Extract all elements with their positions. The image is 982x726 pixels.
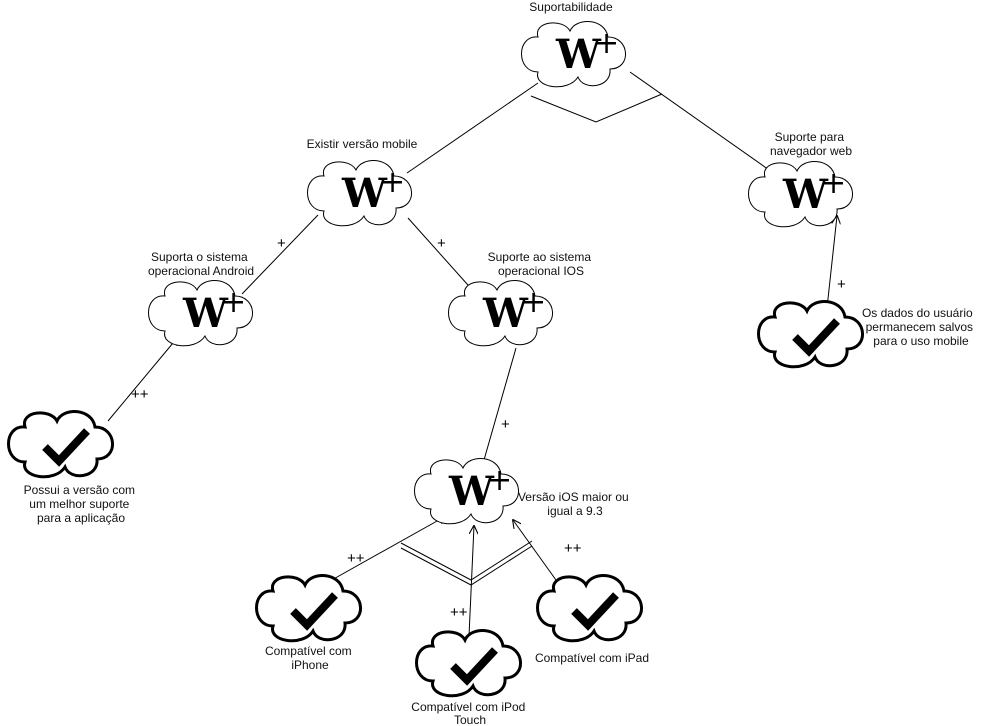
contribution-label: ++ <box>131 386 149 403</box>
softgoal-navegador-web[interactable]: W + <box>748 160 854 228</box>
label-android: Suporta o sistema operacional Android <box>148 250 254 278</box>
plus-glyph: + <box>487 463 512 498</box>
softgoal-versao-mobile[interactable]: W + <box>307 159 413 227</box>
and-decomp-arc-top <box>530 93 663 123</box>
label-versao-melhor-suporte: Possui a versão com um melhor suporte pa… <box>24 483 139 525</box>
label-suportabilidade: Suportabilidade <box>529 0 613 14</box>
contribution-label: ++ <box>450 604 468 621</box>
edge-ipad-iosversion <box>513 520 562 588</box>
label-ipad: Compatível com iPad <box>535 651 649 665</box>
plus-glyph: + <box>221 285 246 320</box>
checkmark-icon <box>450 647 498 686</box>
w-glyph: W <box>782 171 829 218</box>
edge-iphone-iosversion <box>329 516 446 582</box>
w-glyph: W <box>182 290 229 337</box>
contribution-label: + <box>501 416 510 433</box>
w-glyph: W <box>555 31 602 78</box>
softgoal-android[interactable]: W + <box>148 279 254 347</box>
edge-iosversion-ios <box>483 347 517 461</box>
edge-ipod-iosversion <box>468 526 474 637</box>
contribution-label: ++ <box>347 550 365 567</box>
label-navegador-web: Suporte para navegador web <box>770 130 852 158</box>
checkmark-icon <box>290 592 338 631</box>
softgoal-ios[interactable]: W + <box>448 279 554 347</box>
label-ipod: Compatível com iPod Touch <box>411 700 528 726</box>
softgoal-suportabilidade[interactable]: W + <box>521 20 627 88</box>
operationalization-ipod[interactable] <box>415 628 523 698</box>
w-glyph: W <box>448 468 495 515</box>
softgoal-ios-version[interactable]: W + <box>414 457 520 525</box>
edge-android-mobile <box>241 214 319 295</box>
plus-glyph: + <box>594 26 619 61</box>
contribution-label: + <box>277 235 286 252</box>
edge-ios-mobile <box>407 217 477 295</box>
plus-glyph: + <box>821 166 846 201</box>
contribution-label: + <box>837 276 846 293</box>
operationalization-ipad[interactable] <box>536 573 644 643</box>
contribution-label: + <box>437 235 446 252</box>
label-dados-salvos: Os dados do usuário permanecem salvos pa… <box>862 306 976 348</box>
checkmark-icon <box>42 428 90 467</box>
checkmark-icon <box>571 592 619 631</box>
checkmark-icon <box>792 318 840 357</box>
label-versao-mobile: Existir versão mobile <box>307 137 418 151</box>
label-ios-version: Versão iOS maior ou igual a 9.3 <box>518 490 632 518</box>
edge-dados-web <box>826 216 837 309</box>
label-ios: Suporte ao sistema operacional IOS <box>488 250 595 278</box>
contribution-label: ++ <box>564 540 582 557</box>
w-glyph: W <box>341 170 388 217</box>
decomp-line-mobile <box>406 82 539 174</box>
operationalization-iphone[interactable] <box>255 573 363 643</box>
plus-glyph: + <box>380 165 405 200</box>
label-iphone: Compatível com iPhone <box>265 644 355 672</box>
plus-glyph: + <box>521 285 546 320</box>
edge-melhor-suporte-android <box>107 337 178 422</box>
decomp-line-web <box>629 71 773 173</box>
and-decomp-arc-bottom <box>400 540 533 581</box>
w-glyph: W <box>482 290 529 337</box>
operationalization-versao-melhor-suporte[interactable] <box>7 409 115 479</box>
operationalization-dados-salvos[interactable] <box>757 299 865 369</box>
and-decomp-arc-bottom-2 <box>400 545 533 586</box>
